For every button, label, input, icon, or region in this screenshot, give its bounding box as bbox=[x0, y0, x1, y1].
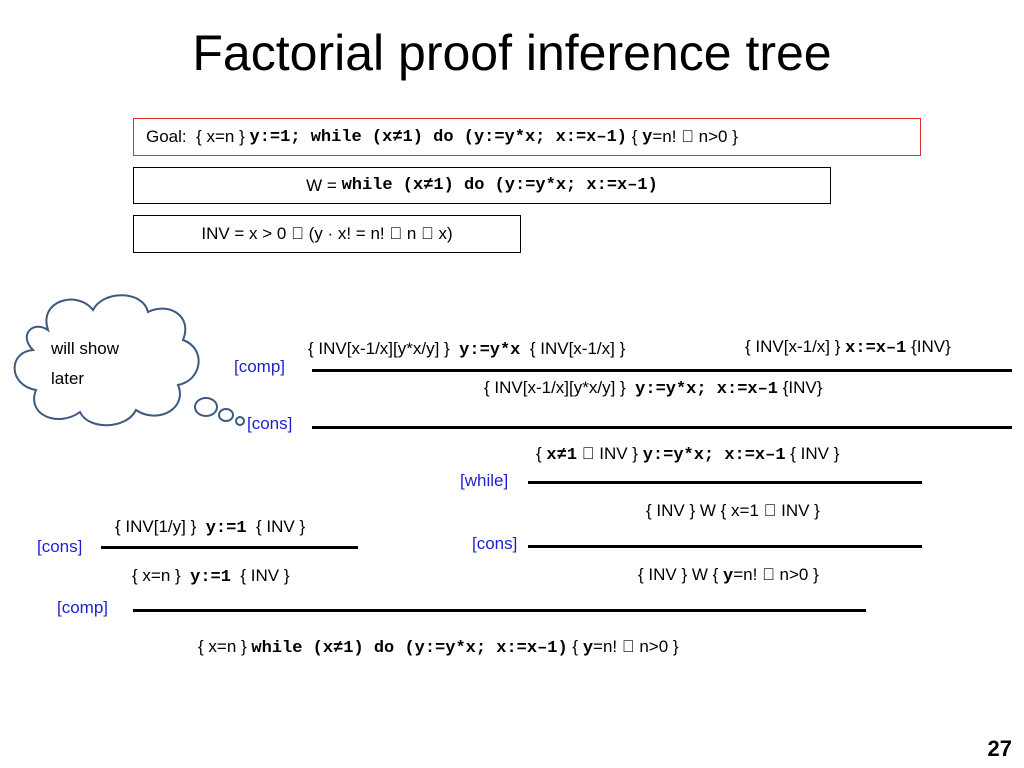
inference-line-cons-left bbox=[101, 546, 358, 549]
conclusion-f: { x=n } y:=1 { INV } bbox=[132, 566, 290, 587]
conclusion-g: { INV } W { y=n!  n>0 } bbox=[638, 565, 819, 586]
rule-comp-top: [comp] bbox=[234, 357, 286, 376]
g-rest: =n!  n>0 } bbox=[733, 565, 819, 584]
thought-line-1: will show bbox=[51, 339, 120, 358]
goal-post-open: { bbox=[631, 127, 638, 146]
c-code: y:=y*x; x:=x–1 bbox=[625, 446, 786, 465]
e-post: { INV } bbox=[255, 517, 306, 536]
b-code: y:=y*x; x:=x–1 bbox=[635, 380, 778, 399]
inference-line-comp-bottom bbox=[133, 609, 866, 612]
a1-pre: { INV[x-1/x][y*x/y] } bbox=[308, 339, 450, 358]
conclusion-b: { INV[x-1/x][y*x/y] } y:=y*x; x:=x–1 {IN… bbox=[484, 378, 822, 399]
conclusion-h: { x=n } while (x≠1) do (y:=y*x; x:=x–1) … bbox=[198, 637, 679, 658]
f-post: { INV } bbox=[240, 566, 290, 585]
h-code: while (x≠1) do (y:=y*x; x:=x–1) bbox=[251, 639, 568, 658]
rule-cons-left: [cons] bbox=[37, 537, 83, 556]
inference-line-cons-top bbox=[312, 426, 1012, 429]
goal-code: y:=1; while (x≠1) do (y:=y*x; x:=x–1) bbox=[249, 127, 627, 147]
b-pre: { INV[x-1/x][y*x/y] } bbox=[484, 378, 626, 397]
page-number: 27 bbox=[987, 736, 1012, 761]
a2-pre: { INV[x-1/x] } bbox=[745, 337, 841, 356]
h-rest: =n!  n>0 } bbox=[593, 637, 679, 656]
goal-box: Goal: { x=n } y:=1; while (x≠1) do (y:=y… bbox=[133, 118, 921, 156]
c-post: { INV } bbox=[772, 444, 839, 463]
e-code: y:=1 bbox=[205, 519, 247, 538]
h-post-open: { bbox=[572, 637, 579, 656]
g-pre: { INV } W { bbox=[638, 565, 719, 584]
inference-line-while bbox=[528, 481, 922, 484]
h-pre: { x=n } bbox=[198, 637, 247, 656]
premise-e: { INV[1/y] } y:=1 { INV } bbox=[115, 517, 305, 538]
a1-post: { INV[x-1/x] } bbox=[529, 339, 626, 358]
rule-cons-right: [cons] bbox=[472, 534, 518, 553]
inference-line-comp-top bbox=[312, 369, 1012, 372]
c-pre-rest:  INV } bbox=[581, 444, 638, 463]
goal-post-y: y bbox=[642, 127, 653, 147]
e-pre: { INV[1/y] } bbox=[115, 517, 197, 536]
w-prefix: W = bbox=[306, 175, 337, 195]
inv-definition-box: INV = x > 0  (y · x! = n!  n  x) bbox=[133, 215, 521, 253]
rule-cons-top: [cons] bbox=[247, 414, 293, 433]
h-y: y bbox=[582, 639, 594, 658]
page-title: Factorial proof inference tree bbox=[192, 25, 832, 81]
a1-code: y:=y*x bbox=[459, 341, 521, 360]
premise-c: { x≠1  INV } y:=y*x; x:=x–1 { INV } bbox=[536, 444, 839, 465]
a2-code: x:=x–1 bbox=[845, 339, 907, 358]
inference-line-cons-right bbox=[528, 545, 922, 548]
thought-cloud-icon bbox=[13, 294, 245, 427]
premise-a1: { INV[x-1/x][y*x/y] } y:=y*x { INV[x-1/x… bbox=[308, 339, 625, 360]
rule-comp-bottom: [comp] bbox=[57, 598, 109, 617]
c-pre-open: { bbox=[536, 444, 542, 463]
thought-text: will show later bbox=[51, 334, 119, 394]
goal-pre: { x=n } bbox=[196, 127, 245, 146]
rule-while: [while] bbox=[460, 471, 509, 490]
f-pre: { x=n } bbox=[132, 566, 181, 585]
g-y: y bbox=[723, 567, 734, 586]
a2-post: {INV} bbox=[911, 337, 951, 356]
w-code: while (x≠1) do (y:=y*x; x:=x–1) bbox=[341, 176, 658, 195]
premise-a2: { INV[x-1/x] } x:=x–1 {INV} bbox=[745, 337, 951, 358]
conclusion-d: { INV } W { x=1  INV } bbox=[646, 501, 820, 520]
inv-text: INV = x > 0  (y · x! = n!  n  x) bbox=[201, 224, 452, 243]
thought-line-2: later bbox=[51, 369, 85, 388]
b-post: {INV} bbox=[782, 378, 823, 397]
goal-prefix: Goal: bbox=[146, 127, 187, 146]
w-definition-box: W = while (x≠1) do (y:=y*x; x:=x–1) bbox=[133, 167, 831, 204]
f-code: y:=1 bbox=[190, 568, 231, 587]
c-pre-code: x≠1 bbox=[546, 446, 578, 465]
goal-post-rest: =n!  n>0 } bbox=[652, 127, 738, 146]
